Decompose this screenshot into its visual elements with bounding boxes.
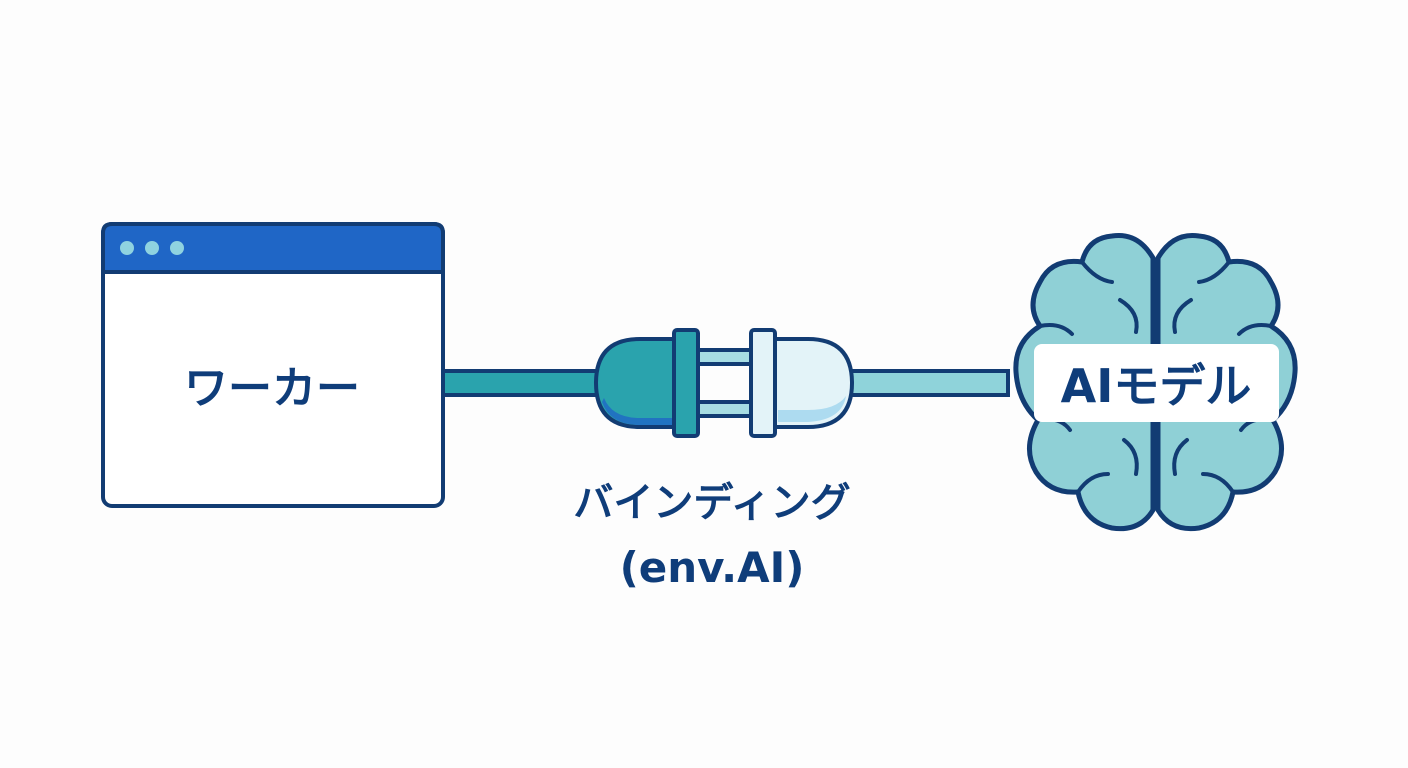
ai-model-node: AIモデル <box>1013 232 1298 532</box>
binding-sublabel: (env.AI) <box>620 543 805 592</box>
cable-left <box>441 369 605 397</box>
worker-label: ワーカー <box>184 363 360 414</box>
ai-model-label: AIモデル <box>1061 359 1252 413</box>
worker-node: ワーカー <box>101 222 445 508</box>
window-dot-icon <box>145 241 159 255</box>
window-dot-icon <box>120 241 134 255</box>
browser-window-icon <box>101 222 445 508</box>
binding-connector: バインディング (env.AI) <box>441 328 1010 592</box>
ai-model-label-plate <box>1034 344 1279 422</box>
cable-right <box>844 369 1010 397</box>
plug-connector-icon <box>593 328 855 438</box>
binding-label: バインディング <box>573 480 850 526</box>
window-dot-icon <box>170 241 184 255</box>
